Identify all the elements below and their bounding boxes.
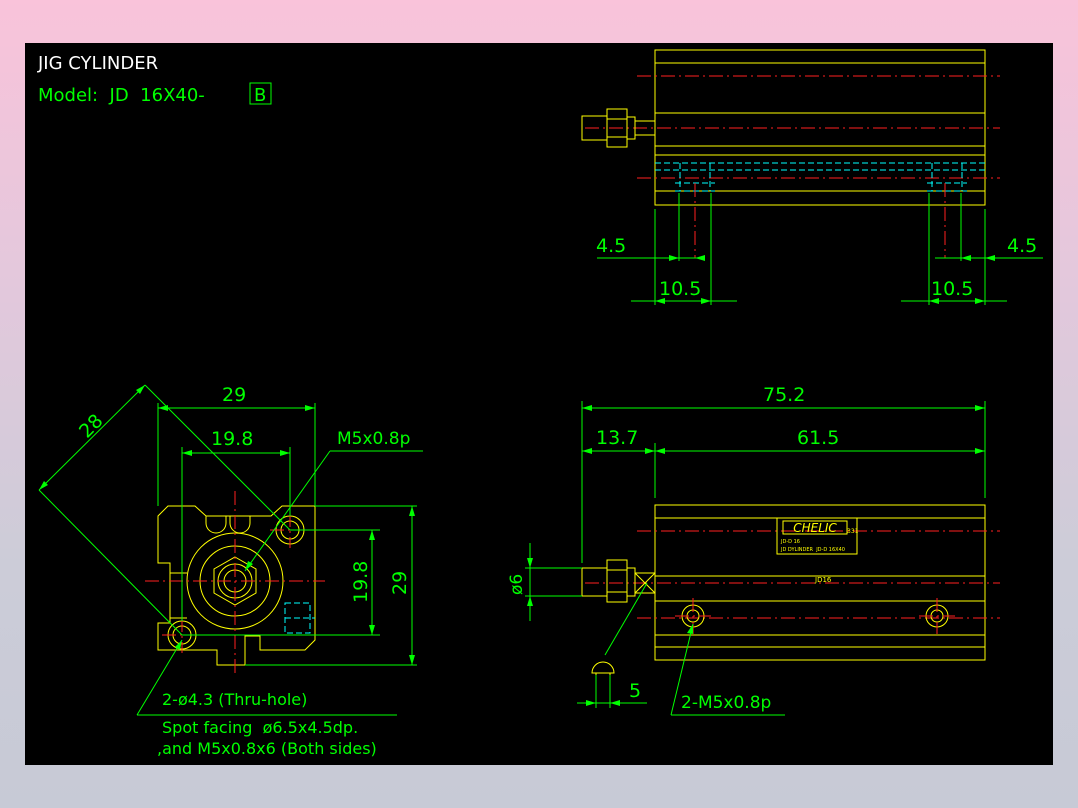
dim-side-2-m5: 2-M5x0.8p	[681, 693, 771, 713]
dim-top-right-10-5: 10.5	[931, 278, 973, 300]
front-view: 28 29 19.8 M5x0.8p 19.8 29	[38, 384, 423, 758]
label-line1: JD-D 16	[780, 539, 800, 545]
dim-front-29-side: 29	[389, 571, 411, 595]
side-view: CHELIC 331 JD-D 16 JD DYLINDER JD-D 16X4…	[507, 384, 1000, 716]
note-spot-facing: Spot facing ø6.5x4.5dp.	[162, 718, 358, 737]
side-rod-nut	[606, 559, 628, 603]
dim-side-13-7: 13.7	[596, 427, 638, 449]
model-label: Model: JD 16X40-	[38, 85, 205, 106]
dim-side-5: 5	[629, 680, 641, 702]
dim-front-28: 28	[75, 410, 108, 443]
label-plate	[776, 517, 858, 555]
dim-front-m5: M5x0.8p	[337, 429, 410, 449]
dim-top-left-4-5: 4.5	[596, 235, 626, 257]
jig-cylinder-drawing: JIG CYLINDER Model: JD 16X40- B	[37, 49, 1043, 758]
side-rod-end	[581, 567, 608, 597]
dim-front-29-top: 29	[222, 384, 246, 406]
label-line2: JD DYLINDER JD-D 16X40	[780, 547, 845, 553]
dim-top-right-4-5: 4.5	[1007, 235, 1037, 257]
model-marking: JD16	[814, 576, 832, 584]
model-code: B	[254, 85, 266, 106]
dim-front-19-8-side: 19.8	[350, 561, 372, 603]
dim-top-left-10-5: 10.5	[659, 278, 701, 300]
note-thread: ,and M5x0.8x6 (Both sides)	[157, 739, 377, 758]
front-view-body	[157, 505, 316, 666]
dim-side-75-2: 75.2	[763, 384, 805, 406]
dim-front-19-8-top: 19.8	[211, 428, 253, 450]
drawing-canvas: JIG CYLINDER Model: JD 16X40- B	[25, 43, 1053, 765]
model-code-box	[249, 82, 272, 105]
top-view: 4.5 10.5 4.5 10.5	[581, 49, 1043, 305]
label-code: 331	[847, 528, 859, 535]
note-thru-hole: 2-ø4.3 (Thru-hole)	[162, 690, 307, 709]
label-brand: CHELIC	[793, 521, 837, 535]
drawing-title: JIG CYLINDER	[37, 53, 158, 74]
top-view-body	[654, 49, 986, 206]
dim-side-61-5: 61.5	[797, 427, 839, 449]
dim-side-phi-6: ø6	[507, 574, 527, 595]
